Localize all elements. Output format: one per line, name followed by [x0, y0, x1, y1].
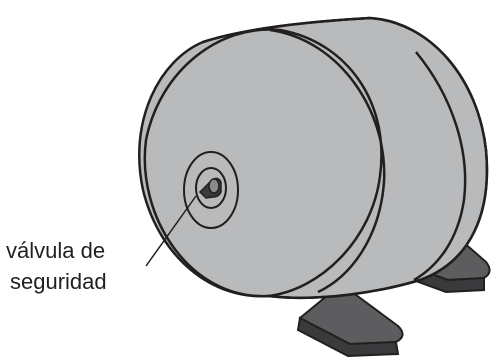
callout-label-line-1: válvula de	[6, 238, 105, 263]
callout-leader-line	[145, 195, 197, 267]
callout-label-line-2: seguridad	[10, 269, 107, 294]
safety-valve	[183, 151, 239, 229]
tank-body	[138, 16, 489, 300]
callout-label: válvula de seguridad	[6, 238, 107, 294]
